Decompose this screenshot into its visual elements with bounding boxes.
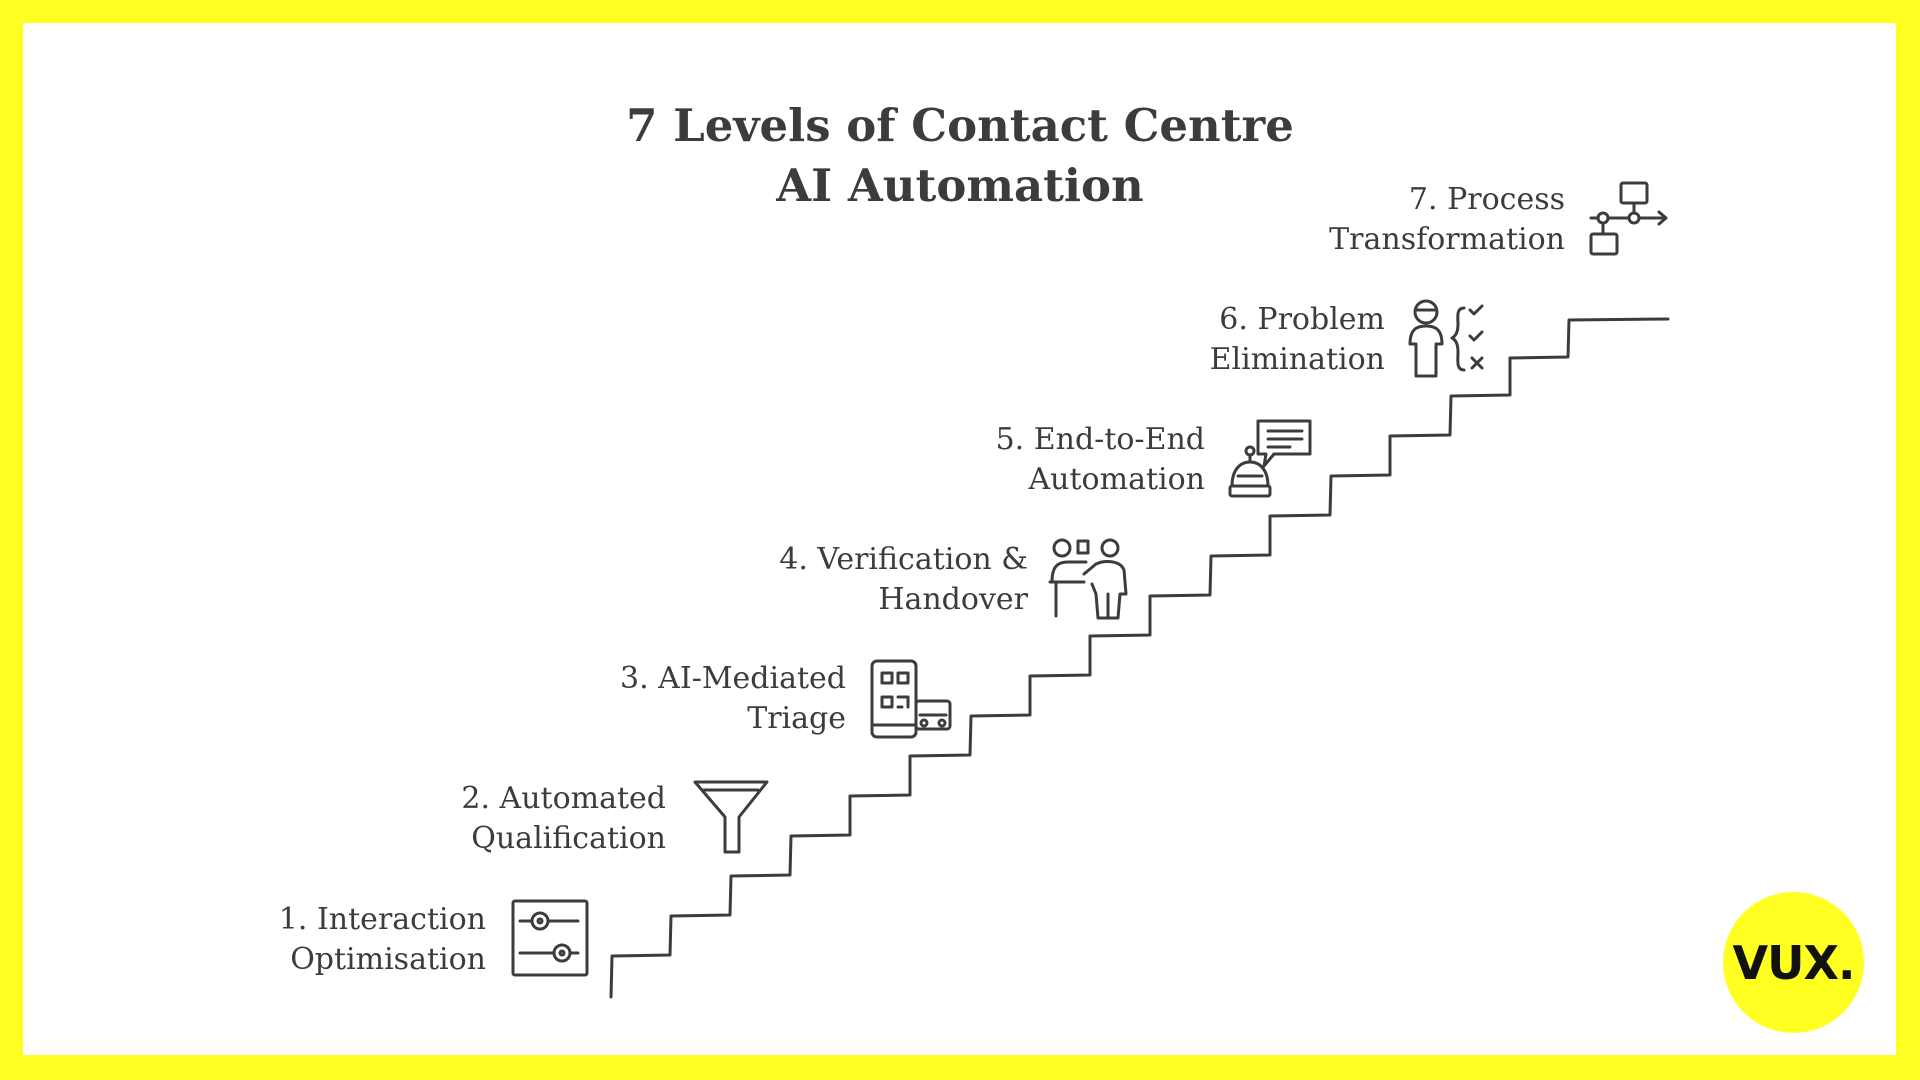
step-7-line-2: Transformation (1329, 222, 1565, 257)
sliders-icon (510, 898, 590, 978)
step-1-line-1: 1. Interaction (278, 902, 486, 937)
step-4-label: 4. Verification & Handover (745, 540, 1028, 620)
phone-triage-icon (870, 659, 952, 739)
step-7-line-1: 7. Process (1408, 182, 1565, 217)
step-1-line-2: Optimisation (290, 942, 486, 977)
step-3-line-1: 3. AI-Mediated (620, 661, 846, 696)
step-4-line-2: Handover (878, 582, 1028, 617)
robot-chat-icon (1228, 418, 1312, 498)
step-2-line-1: 2. Automated (461, 781, 666, 816)
funnel-icon (692, 779, 770, 855)
logo-text: VUX. (1732, 936, 1856, 990)
handover-people-icon (1048, 538, 1130, 620)
title-line-1: 7 Levels of Contact Centre (626, 99, 1294, 152)
step-6-line-1: 6. Problem (1219, 302, 1385, 337)
step-3-line-2: Triage (747, 701, 846, 736)
vux-logo: VUX. (1723, 892, 1864, 1033)
process-flow-icon (1589, 180, 1669, 260)
step-1-label: 1. Interaction Optimisation (230, 900, 486, 980)
step-2-label: 2. Automated Qualification (410, 779, 666, 859)
step-6-label: 6. Problem Elimination (1105, 300, 1385, 380)
step-4-line-1: 4. Verification & (779, 542, 1028, 577)
page-title: 7 Levels of Contact Centre AI Automation (560, 96, 1360, 216)
step-5-line-1: 5. End-to-End (995, 422, 1205, 457)
step-5-label: 5. End-to-End Automation (925, 420, 1205, 500)
step-2-line-2: Qualification (471, 821, 666, 856)
step-5-line-2: Automation (1028, 462, 1205, 497)
step-3-label: 3. AI-Mediated Triage (560, 659, 846, 739)
title-line-2: AI Automation (776, 159, 1144, 212)
step-7-label: 7. Process Transformation (1285, 180, 1565, 260)
person-checklist-icon (1406, 298, 1490, 380)
step-6-line-2: Elimination (1209, 342, 1385, 377)
